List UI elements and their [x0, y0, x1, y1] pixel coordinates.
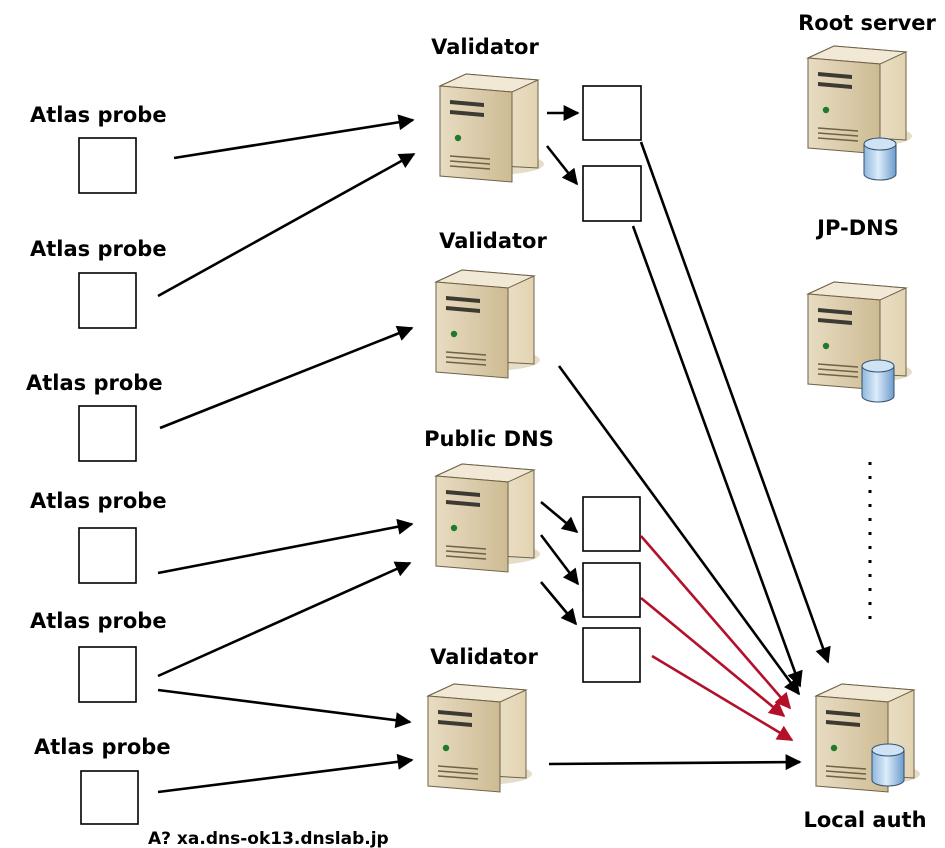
- probe-box-2: [78, 272, 137, 329]
- public-dns-server-icon: [435, 463, 541, 573]
- probe-arrows: [157, 114, 416, 794]
- arrow-probe5-publicdns: [157, 561, 412, 678]
- query-box-pdns-b: [582, 562, 641, 618]
- local-auth-database-icon: [871, 743, 905, 787]
- probe-label-2: Atlas probe: [30, 237, 167, 261]
- arrow-probe3-validator2: [159, 325, 414, 430]
- arrow-probe1-validator1: [173, 114, 415, 160]
- probe-label-1: Atlas probe: [30, 103, 167, 127]
- probe-label-6: Atlas probe: [34, 735, 171, 759]
- query-box-pdns-c: [582, 627, 641, 683]
- root-server-label: Root server: [798, 11, 936, 35]
- probe-label-4: Atlas probe: [30, 489, 167, 513]
- query-box-v1-b: [582, 165, 642, 222]
- probe-box-1: [78, 137, 137, 194]
- auth-arrows-black: [548, 141, 831, 771]
- validator-label-3: Validator: [430, 645, 538, 669]
- arrow-v1a-localauth: [639, 141, 831, 664]
- query-box-pdns-a: [582, 496, 641, 552]
- arrow-probe2-validator1: [157, 152, 416, 298]
- probe-box-5: [78, 646, 137, 703]
- arrow-pdns-box-a: [540, 501, 579, 534]
- probe-label-5: Atlas probe: [30, 609, 167, 633]
- jp-dns-server-icon: [807, 281, 913, 391]
- arrow-probe5-validator3: [157, 688, 412, 729]
- arrow-pdns-box-b: [539, 534, 580, 586]
- arrow-pdns-b-localauth: [640, 596, 786, 718]
- probe-box-6: [80, 770, 139, 825]
- validator-server-icon-2: [435, 269, 541, 379]
- arrow-v3-localauth: [548, 754, 802, 771]
- query-box-v1-a: [582, 85, 642, 141]
- resolver-query-arrows: [539, 105, 580, 626]
- jp-dns-label: JP-DNS: [815, 216, 899, 240]
- probe-box-4: [78, 527, 137, 584]
- auth-arrows-red: [640, 535, 794, 742]
- validator-label-2: Validator: [439, 229, 547, 253]
- public-dns-label: Public DNS: [424, 427, 554, 451]
- arrow-pdns-c-localauth: [651, 654, 794, 742]
- arrow-pdns-box-c: [540, 581, 578, 626]
- probe-label-3: Atlas probe: [26, 371, 163, 395]
- arrow-probe6-validator3: [157, 753, 414, 794]
- arrow-v1-box-b: [545, 145, 579, 186]
- query-text: A? xa.dns-ok13.dnslab.jp: [148, 829, 389, 848]
- arrow-probe4-publicdns: [157, 518, 414, 575]
- arrow-v2-localauth: [557, 365, 801, 696]
- root-server-icon: [807, 45, 913, 155]
- arrow-v1b-localauth: [631, 225, 803, 688]
- arrow-pdns-a-localauth: [640, 535, 792, 710]
- validator-server-icon-1: [439, 73, 545, 183]
- local-auth-label: Local auth: [803, 808, 926, 832]
- probe-box-3: [78, 405, 137, 462]
- root-database-icon: [863, 137, 897, 181]
- jp-dns-database-icon: [861, 359, 895, 403]
- validator-label-1: Validator: [431, 35, 539, 59]
- validator-server-icon-3: [427, 683, 533, 793]
